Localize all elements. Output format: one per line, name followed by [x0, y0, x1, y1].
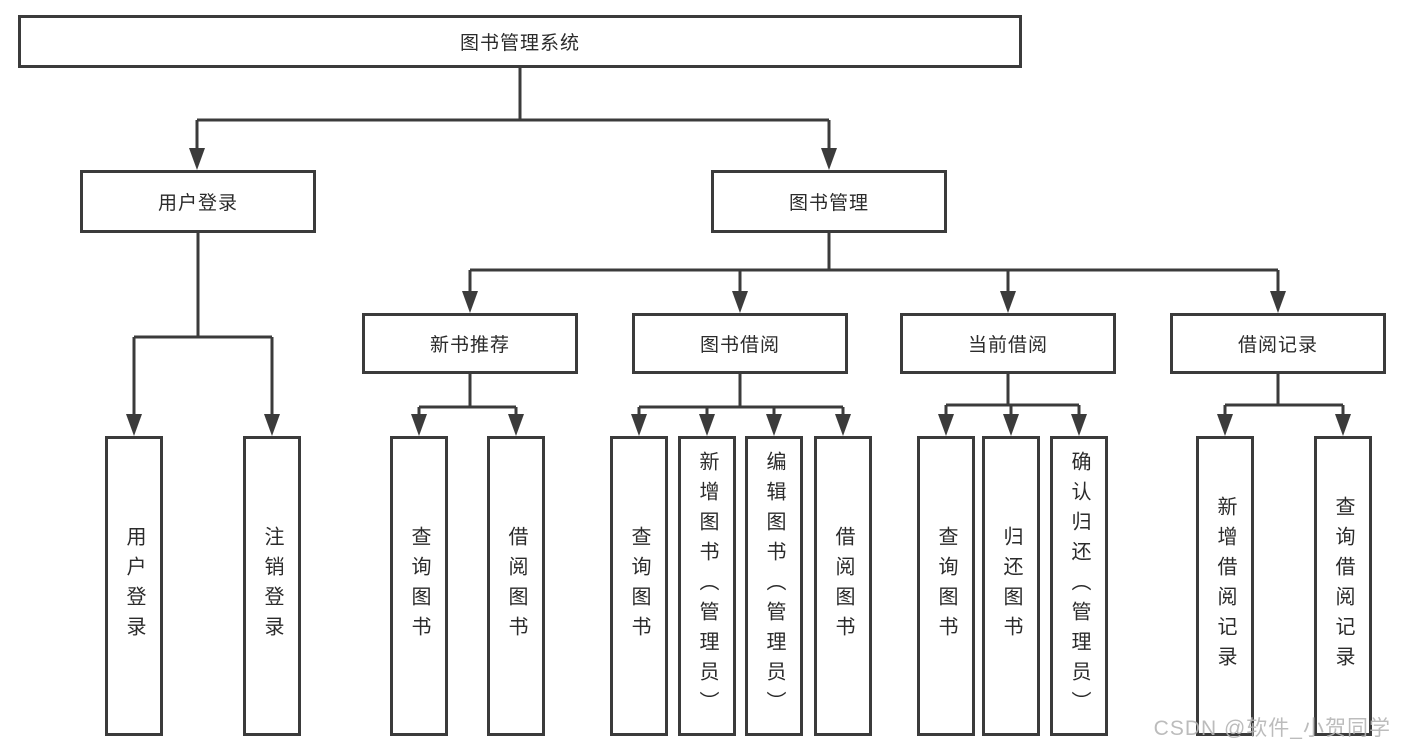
leaf-current-return-books: 归还图书 [982, 436, 1040, 736]
node-new-book-recommend: 新书推荐 [362, 313, 578, 374]
leaf-borrowing-query-books: 查询图书 [610, 436, 668, 736]
node-root-system: 图书管理系统 [18, 15, 1022, 68]
leaf-label: 新增图书（管理员） [696, 451, 718, 721]
leaf-recommend-borrow-books: 借阅图书 [487, 436, 545, 736]
leaf-records-query-record: 查询借阅记录 [1314, 436, 1372, 736]
node-user-login: 用户登录 [80, 170, 316, 233]
leaf-label: 查询图书 [935, 526, 957, 646]
leaf-label: 借阅图书 [505, 526, 527, 646]
leaf-label: 查询图书 [408, 526, 430, 646]
leaf-label: 注销登录 [261, 526, 283, 646]
leaf-logout: 注销登录 [243, 436, 301, 736]
leaf-label: 归还图书 [1000, 526, 1022, 646]
leaf-recommend-query-books: 查询图书 [390, 436, 448, 736]
leaf-records-add-record: 新增借阅记录 [1196, 436, 1254, 736]
leaf-label: 确认归还（管理员） [1068, 451, 1090, 721]
leaf-label: 编辑图书（管理员） [763, 451, 785, 721]
leaf-borrowing-borrow-books: 借阅图书 [814, 436, 872, 736]
leaf-current-confirm-return-admin: 确认归还（管理员） [1050, 436, 1108, 736]
csdn-watermark: CSDN @软件_小贺同学 [1153, 717, 1391, 740]
node-book-management: 图书管理 [711, 170, 947, 233]
leaf-label: 查询借阅记录 [1332, 496, 1354, 676]
node-book-borrowing: 图书借阅 [632, 313, 848, 374]
node-borrowing-records: 借阅记录 [1170, 313, 1386, 374]
leaf-borrowing-edit-books-admin: 编辑图书（管理员） [745, 436, 803, 736]
leaf-borrowing-add-books-admin: 新增图书（管理员） [678, 436, 736, 736]
leaf-user-login: 用户登录 [105, 436, 163, 736]
leaf-label: 借阅图书 [832, 526, 854, 646]
leaf-label: 用户登录 [123, 526, 145, 646]
node-current-borrowing: 当前借阅 [900, 313, 1116, 374]
leaf-label: 查询图书 [628, 526, 650, 646]
leaf-label: 新增借阅记录 [1214, 496, 1236, 676]
leaf-current-query-books: 查询图书 [917, 436, 975, 736]
